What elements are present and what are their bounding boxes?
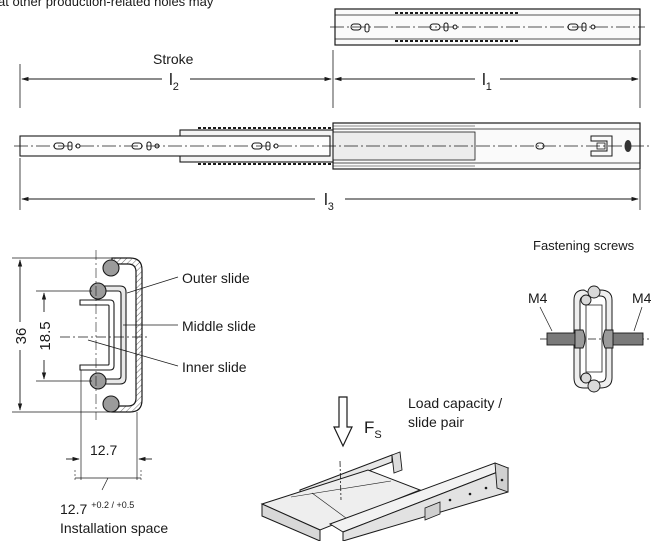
dimension-18-5: 18.5 [36,290,92,382]
install-tolerance: +0.2 / +0.5 [91,500,134,510]
dim-l3-base: l [324,190,328,209]
top-slide-view [330,8,645,46]
fastening-title: Fastening screws [533,238,635,253]
dim-12-7-label: 12.7 [90,442,117,458]
label-middle-slide: Middle slide [182,318,256,334]
dim-l1-sub: 1 [486,81,492,93]
stroke-label: Stroke [153,51,194,67]
dim-18-5-label: 18.5 [37,321,54,350]
dim-36-label: 36 [13,328,30,345]
load-caption-2: slide pair [408,414,464,430]
drawer-illustration [260,451,510,541]
dimension-l1: l1 [334,50,641,108]
load-caption-1: Load capacity / [408,395,502,411]
force-sub: S [374,429,381,441]
cross-section-view [60,250,150,420]
cross-section-labels: Outer slide Middle slide Inner slide [87,270,256,375]
extended-slide-view [14,122,650,170]
dim-l1-base: l [482,70,486,89]
intro-fragment: at other production-related holes may [0,0,214,9]
dimension-36: 36 [12,257,112,413]
label-inner-slide: Inner slide [182,359,247,375]
dim-l2-sub: 2 [173,81,179,93]
label-outer-slide: Outer slide [182,270,250,286]
force-base: F [364,418,374,437]
svg-text:12.7+0.2 / +0.5: 12.7 +0.2 / +0.5 [60,500,134,517]
dim-l2-base: l [169,70,173,89]
screw-label-left: M4 [528,290,548,306]
install-value: 12.7 [60,501,87,517]
svg-text:l2: l2 [169,70,179,93]
screw-label-right: M4 [632,290,652,306]
dim-l3-sub: 3 [328,201,334,213]
installation-space: 12.7 +0.2 / +0.5 Installation space [60,470,168,536]
dimension-l2: Stroke l2 [19,50,334,108]
svg-text:l3: l3 [324,190,334,213]
svg-text:l1: l1 [482,70,492,93]
fastening-detail: M4 M4 [528,285,652,393]
install-label: Installation space [60,520,168,536]
svg-text:FS: FS [364,418,382,441]
load-arrow: FS Load capacity / slide pair [333,395,502,448]
dimension-12-7: 12.7 [66,370,152,480]
dimension-l3: l3 [19,158,641,213]
